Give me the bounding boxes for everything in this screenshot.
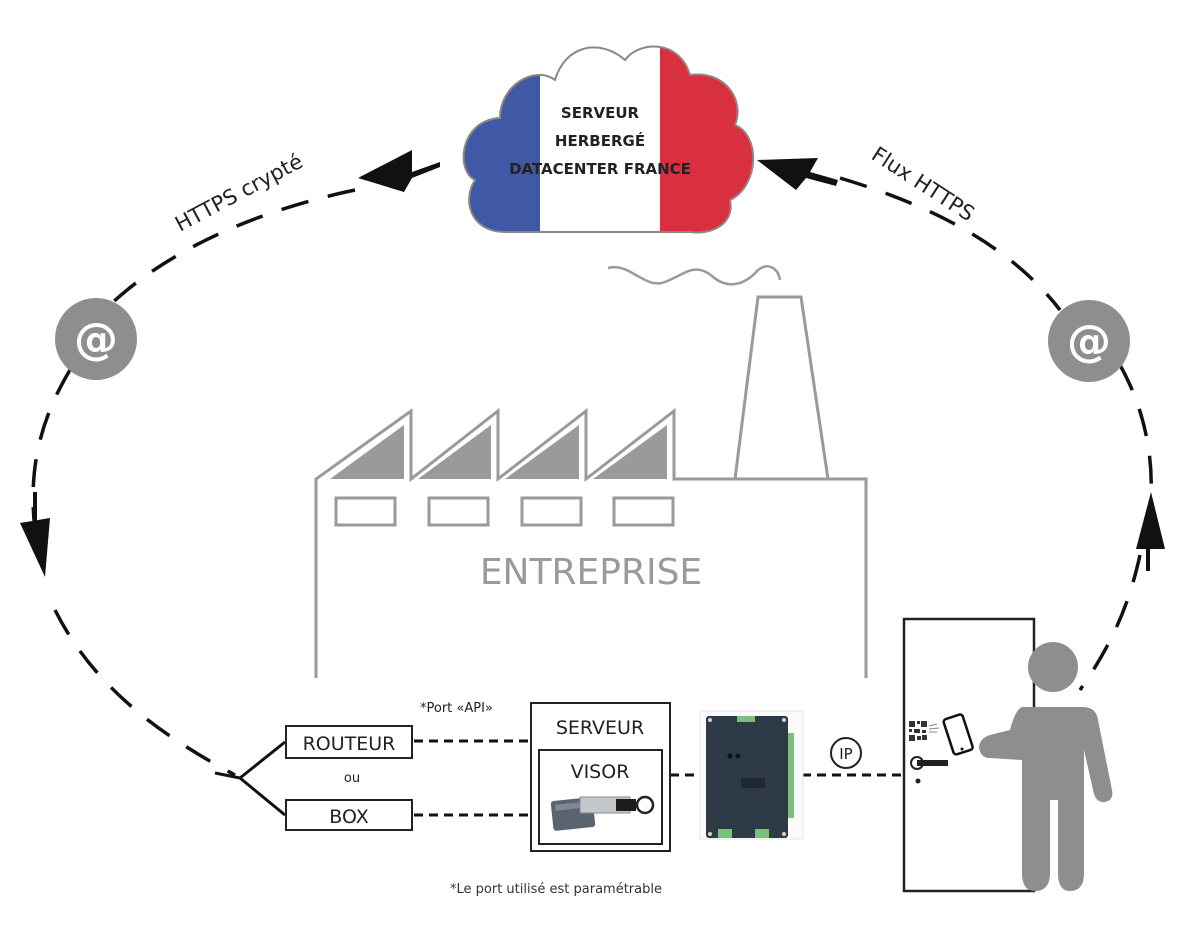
roof-window-4 bbox=[593, 425, 667, 479]
at-sign-icon bbox=[1048, 300, 1130, 382]
cloud-line-2: HERBERGÉ bbox=[555, 131, 645, 150]
cloud-outline bbox=[462, 45, 755, 234]
port-footnote: *Le port utilisé est paramétrable bbox=[450, 882, 662, 897]
port-api-label: *Port «API» bbox=[420, 701, 493, 716]
visor-label: VISOR bbox=[571, 761, 630, 783]
roof-window-3 bbox=[505, 425, 579, 479]
flag-blue bbox=[463, 46, 540, 233]
chimney bbox=[733, 295, 830, 481]
factory-outline bbox=[314, 407, 868, 678]
factory-building bbox=[314, 265, 868, 678]
at-sign-glyph: @ bbox=[1067, 316, 1111, 367]
qr-code-icon bbox=[909, 721, 927, 741]
flow-path-left-bottom bbox=[53, 609, 236, 777]
flow-path-right-side bbox=[1118, 364, 1153, 511]
usb-key-icon bbox=[550, 795, 655, 831]
smartphone-icon bbox=[942, 713, 974, 756]
arrow-left-down-icon bbox=[20, 518, 50, 577]
flow-path-right-bottom bbox=[1078, 554, 1142, 692]
router-branch bbox=[214, 740, 286, 817]
access-controller-board[interactable] bbox=[699, 710, 804, 840]
arrow-right-up-shaft bbox=[1146, 549, 1150, 571]
or-label: ou bbox=[344, 771, 360, 786]
flag-red bbox=[660, 46, 754, 233]
window-3 bbox=[520, 496, 583, 527]
smoke-icon bbox=[607, 265, 782, 286]
email-node-right: @ bbox=[1048, 300, 1130, 382]
flow-path-left-side bbox=[31, 369, 72, 531]
roof-window-1 bbox=[330, 425, 404, 479]
router-box[interactable]: ROUTEUR bbox=[285, 725, 413, 759]
ip-label: IP bbox=[839, 745, 852, 763]
arrow-right-top-icon bbox=[757, 158, 838, 190]
door-handle-icon bbox=[910, 756, 948, 784]
arrow-left-top-icon bbox=[358, 150, 440, 192]
cloud-line-1: SERVEUR bbox=[561, 104, 640, 122]
window-1 bbox=[334, 496, 397, 527]
roof-window-2 bbox=[418, 425, 491, 479]
ip-badge: IP bbox=[830, 737, 862, 769]
arrow-left-down-shaft bbox=[33, 492, 37, 524]
cloud-line-3: DATACENTER FRANCE bbox=[509, 160, 691, 178]
person-icon bbox=[979, 642, 1113, 891]
email-node-left: @ bbox=[55, 298, 137, 380]
arrowheads bbox=[20, 150, 1165, 577]
flow-label-right: Flux HTTPS bbox=[867, 142, 979, 226]
flow-path-left-top bbox=[93, 188, 356, 322]
router-label: ROUTEUR bbox=[303, 733, 396, 755]
nfc-waves-icon bbox=[928, 723, 940, 733]
factory-label: ENTREPRISE bbox=[480, 552, 702, 593]
window-4 bbox=[612, 496, 675, 527]
visor-server[interactable]: SERVEUR VISOR bbox=[530, 702, 671, 852]
arrow-right-up-icon bbox=[1136, 492, 1165, 549]
at-sign-icon bbox=[55, 298, 137, 380]
roof-windows bbox=[330, 425, 667, 479]
box-label: BOX bbox=[329, 806, 368, 828]
server-label: SERVEUR bbox=[556, 717, 644, 739]
internet-box[interactable]: BOX bbox=[285, 799, 413, 831]
cloud-server: SERVEUR HERBERGÉ DATACENTER FRANCE bbox=[462, 45, 755, 234]
flag-white bbox=[540, 46, 660, 233]
window-2 bbox=[427, 496, 490, 527]
at-sign-glyph: @ bbox=[74, 314, 118, 365]
